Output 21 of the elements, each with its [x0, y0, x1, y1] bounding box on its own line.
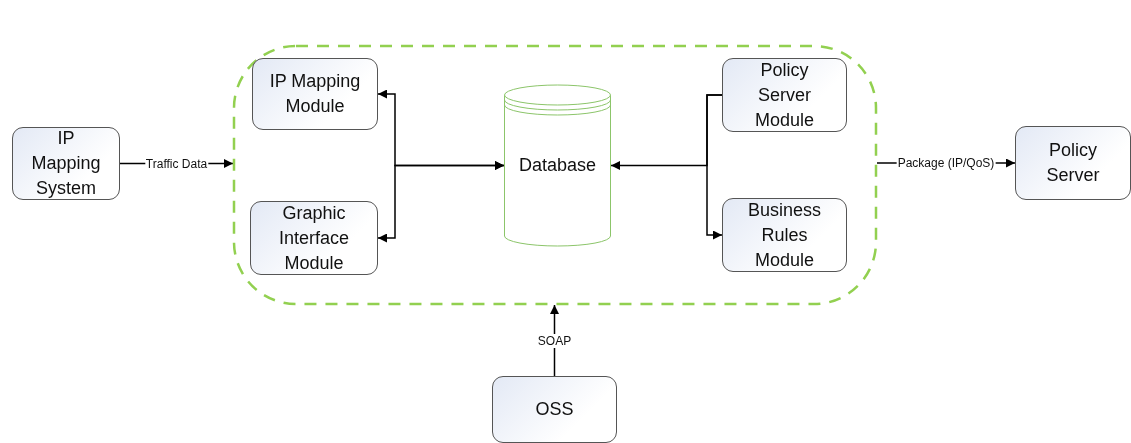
edge-label: Traffic Data — [144, 156, 209, 171]
node-label: Policy Server — [1045, 139, 1101, 187]
arrow — [706, 94, 723, 240]
process-box — [722, 198, 847, 272]
process-box — [12, 127, 120, 200]
node-label: Policy Server Module — [753, 58, 815, 132]
node-label: IP Mapping Module — [268, 70, 362, 118]
edge-label: SOAP — [536, 333, 573, 348]
edge-label: Package (IP/QoS) — [896, 156, 996, 170]
node-label: Business Rules Module — [746, 198, 822, 272]
node-label: Database — [517, 154, 598, 177]
node-label: OSS — [534, 398, 575, 421]
dashed-boundary — [233, 45, 877, 305]
process-box — [722, 58, 847, 132]
process-box — [1015, 126, 1131, 200]
process-box — [250, 201, 378, 275]
node-label: IP Mapping System — [30, 127, 102, 200]
process-box — [252, 58, 378, 130]
process-box — [492, 376, 617, 443]
arrow — [377, 161, 505, 243]
node-label: Graphic Interface Module — [277, 201, 350, 275]
